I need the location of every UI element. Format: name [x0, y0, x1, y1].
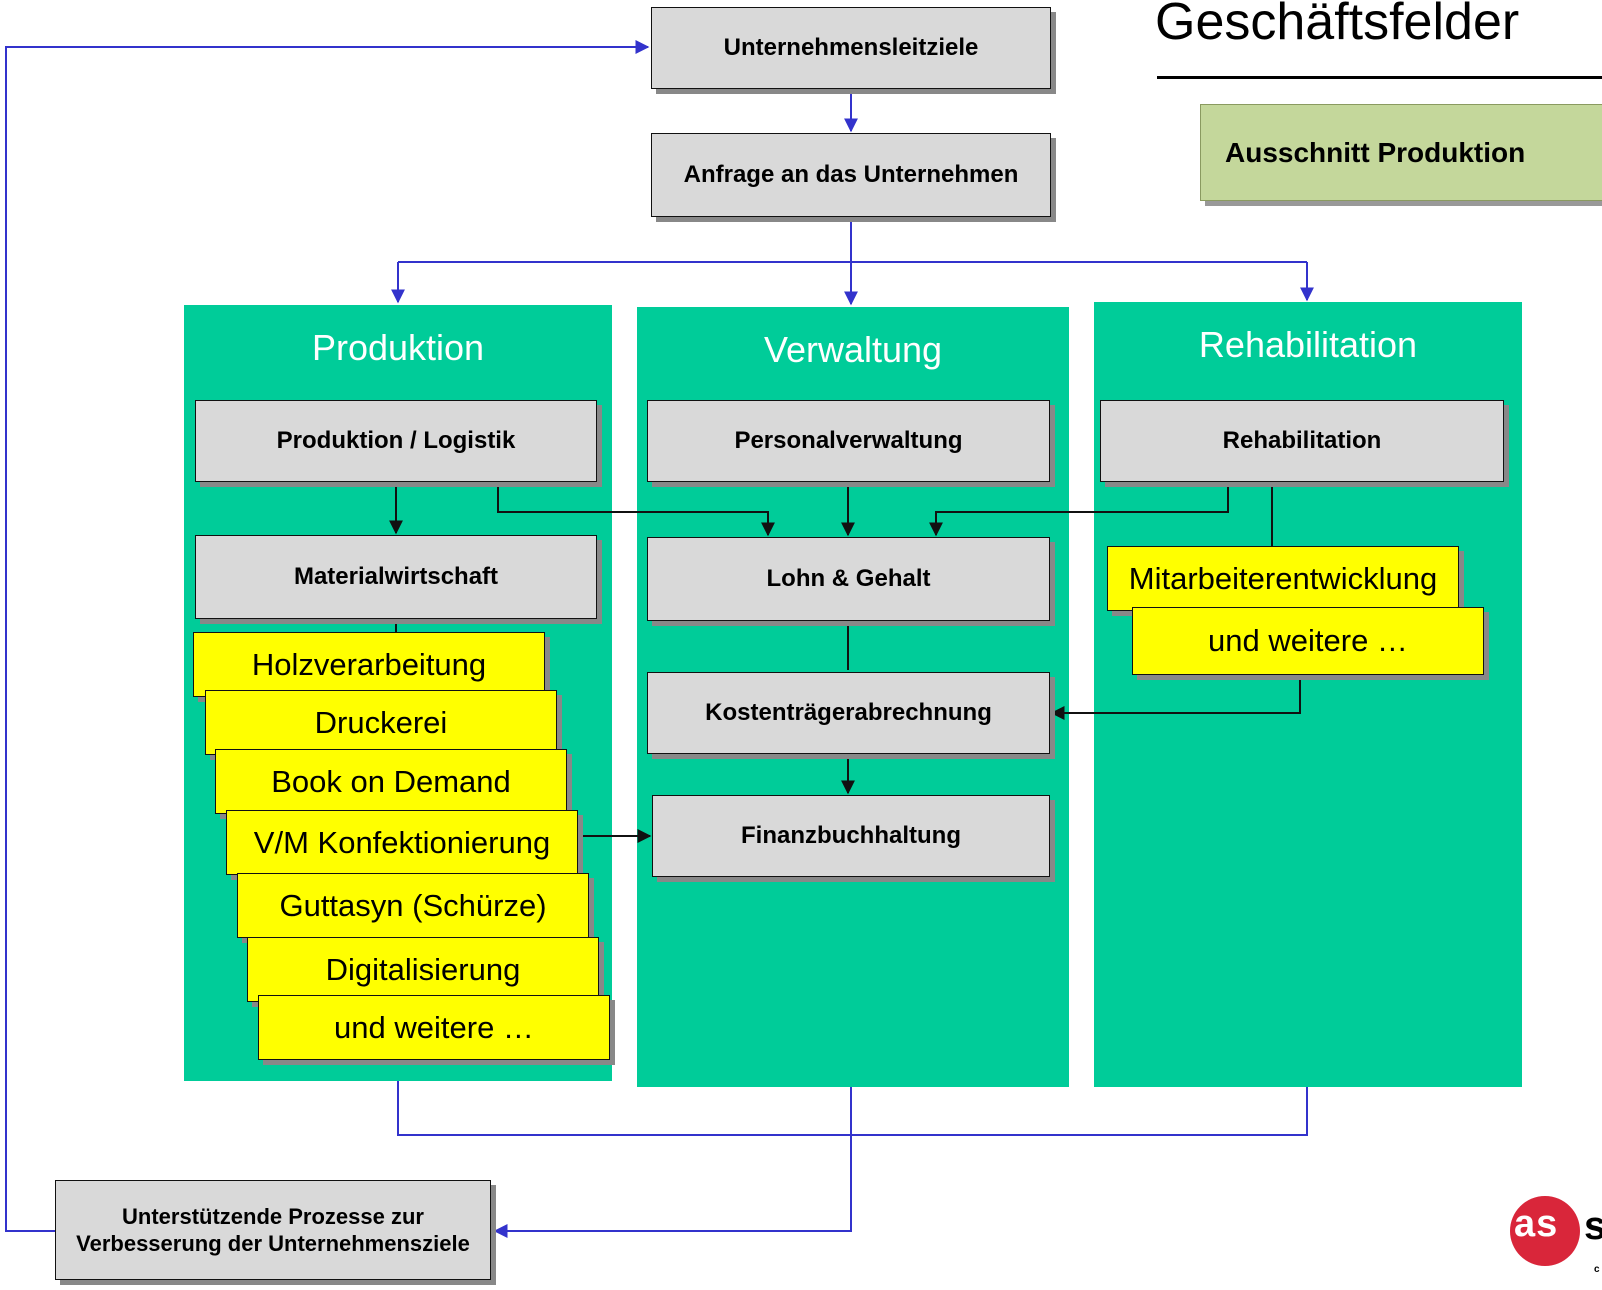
item-holzverarbeitung: Holzverarbeitung [193, 632, 545, 697]
item-book-on-demand: Book on Demand [215, 749, 567, 814]
box-rehabilitation: Rehabilitation [1100, 400, 1504, 482]
column-title-produktion: Produktion [311, 327, 485, 368]
logo-mark: as [1514, 1203, 1559, 1245]
box-anfrage: Anfrage an das Unternehmen [651, 133, 1051, 217]
box-unterstuetzende-prozesse: Unterstützende Prozesse zur Verbesserung… [55, 1180, 491, 1280]
item-druckerei: Druckerei [205, 690, 557, 755]
title-rule [1157, 76, 1602, 79]
item-digitalisierung: Digitalisierung [247, 937, 599, 1002]
logo-sub: c [1594, 1264, 1600, 1275]
item-guttasyn: Guttasyn (Schürze) [237, 873, 589, 938]
box-unternehmensleitziele: Unternehmensleitziele [651, 7, 1051, 89]
column-title-rehabilitation: Rehabilitation [1198, 324, 1418, 365]
item-und-weitere-produktion: und weitere … [258, 995, 610, 1060]
logo [1510, 1196, 1580, 1266]
item-und-weitere-rehabilitation: und weitere … [1132, 607, 1484, 675]
item-vm-konfektionierung: V/M Konfektionierung [226, 810, 578, 875]
item-mitarbeiterentwicklung: Mitarbeiterentwicklung [1107, 546, 1459, 611]
connector-collect-bottom [397, 1081, 1308, 1136]
section-badge: Ausschnitt Produktion [1200, 104, 1602, 201]
page-title: Geschäftsfelder [1155, 0, 1520, 51]
column-title-verwaltung: Verwaltung [763, 329, 943, 370]
box-finanzbuchhaltung: Finanzbuchhaltung [652, 795, 1050, 877]
box-kostentraegerabrechnung: Kostenträgerabrechnung [647, 672, 1050, 754]
box-materialwirtschaft: Materialwirtschaft [195, 535, 597, 619]
logo-tail: s [1584, 1204, 1602, 1248]
connector-to-support [493, 1135, 852, 1238]
box-lohn-gehalt: Lohn & Gehalt [647, 537, 1050, 621]
box-produktion-logistik: Produktion / Logistik [195, 400, 597, 482]
box-personalverwaltung: Personalverwaltung [647, 400, 1050, 482]
